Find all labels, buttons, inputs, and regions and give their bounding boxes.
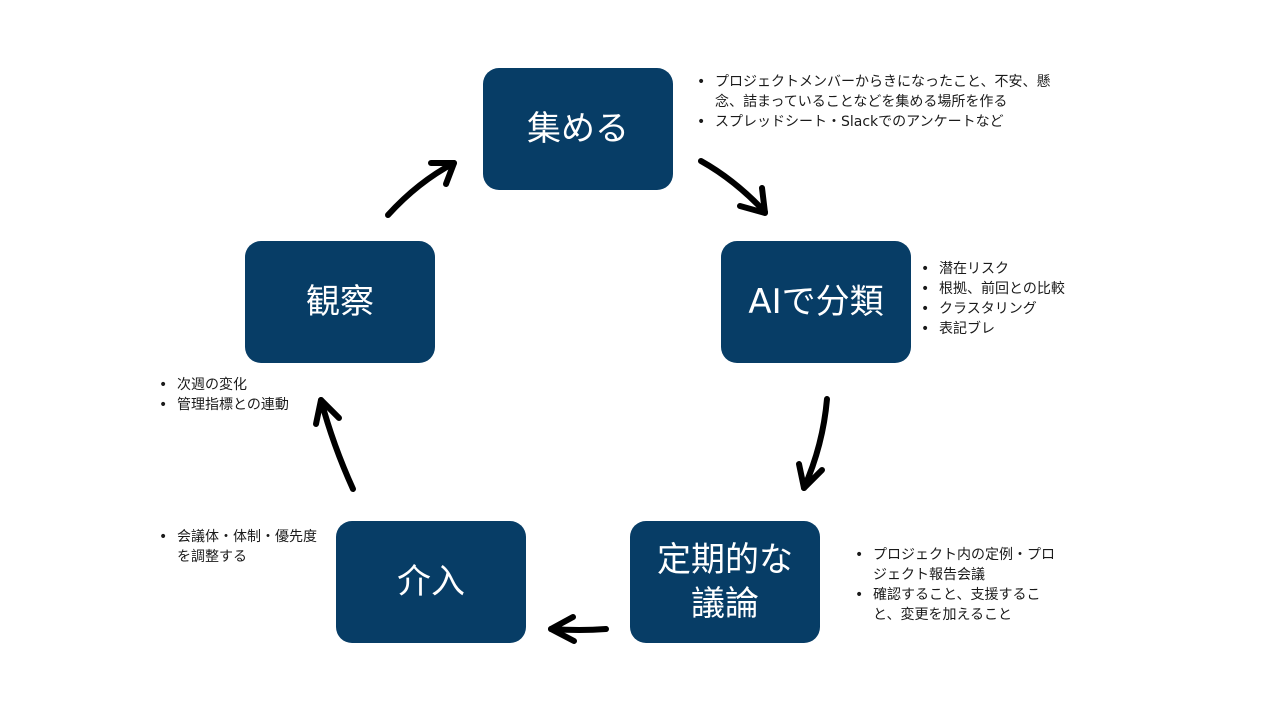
note-item: プロジェクトメンバーからきになったこと、不安、懸念、詰まっていることなどを集める… [697, 72, 1057, 112]
note-item: 表記ブレ [921, 319, 1121, 339]
node-discuss-line2: 議論 [691, 584, 759, 624]
note-item: プロジェクト内の定例・プロジェクト報告会議 [855, 545, 1060, 585]
node-intervene: 介入 [336, 521, 526, 643]
notes-collect: プロジェクトメンバーからきになったこと、不安、懸念、詰まっていることなどを集める… [697, 72, 1057, 132]
note-item: スプレッドシート・Slackでのアンケートなど [697, 112, 1057, 132]
note-item: 確認すること、支援すること、変更を加えること [855, 585, 1060, 625]
node-classify-label: AIで分類 [748, 281, 884, 322]
node-discuss: 定期的な 議論 [630, 521, 820, 643]
node-observe-label: 観察 [306, 281, 374, 322]
node-collect: 集める [483, 68, 673, 190]
note-item: クラスタリング [921, 299, 1121, 319]
arrow-classify-to-discuss [796, 396, 830, 491]
node-observe: 観察 [245, 241, 435, 363]
node-collect-label: 集める [527, 108, 629, 149]
node-intervene-label: 介入 [397, 561, 465, 602]
notes-discuss: プロジェクト内の定例・プロジェクト報告会議 確認すること、支援すること、変更を加… [855, 545, 1060, 625]
notes-observe: 次週の変化 管理指標との連動 [159, 375, 329, 415]
note-item: 会議体・体制・優先度を調整する [159, 527, 324, 567]
notes-intervene: 会議体・体制・優先度を調整する [159, 527, 324, 567]
node-classify: AIで分類 [721, 241, 911, 363]
arrow-observe-to-collect [385, 160, 457, 218]
note-item: 次週の変化 [159, 375, 329, 395]
notes-classify: 潜在リスク 根拠、前回との比較 クラスタリング 表記ブレ [921, 259, 1121, 339]
node-discuss-line1: 定期的な [657, 539, 793, 580]
note-item: 根拠、前回との比較 [921, 279, 1121, 299]
note-item: 潜在リスク [921, 259, 1121, 279]
arrow-discuss-to-intervene [548, 614, 609, 644]
arrow-collect-to-classify [698, 158, 768, 216]
note-item: 管理指標との連動 [159, 395, 329, 415]
